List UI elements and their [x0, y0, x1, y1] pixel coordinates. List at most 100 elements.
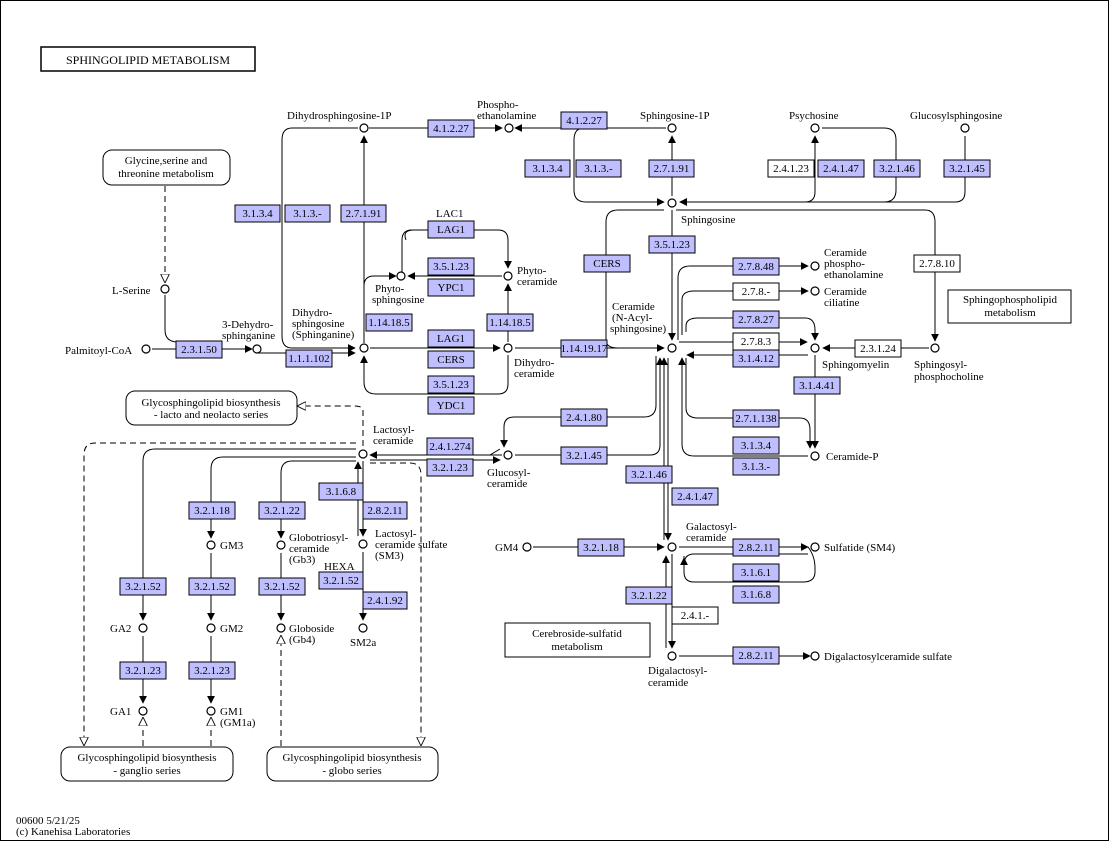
enzyme-box-e3-1-4-41[interactable]: 3.1.4.41 [793, 376, 841, 395]
enzyme-box-e1-14-18-5b[interactable]: 1.14.18.5 [486, 313, 534, 332]
map-glycine-serine[interactable]: Glycine,serine and threonine metabolism [102, 149, 231, 186]
enzyme-box-cers-b[interactable]: CERS [427, 350, 475, 369]
compound-ceramide-ciliatine[interactable] [810, 286, 820, 296]
enzyme-box-e2-7-8-48[interactable]: 2.7.8.48 [732, 257, 780, 276]
enzyme-box-e3-5-1-23b[interactable]: 3.5.1.23 [427, 257, 475, 276]
enzyme-box-e2-7-1-91b[interactable]: 2.7.1.91 [648, 159, 695, 178]
compound-dihydrosphingosine-1p[interactable] [359, 123, 369, 133]
enzyme-box-e3-2-1-18a[interactable]: 3.2.1.18 [577, 538, 625, 557]
enzyme-box-e4-1-2-27a[interactable]: 4.1.2.27 [427, 119, 475, 138]
compound-gm1[interactable] [206, 706, 216, 716]
enzyme-box-e3-2-1-45b[interactable]: 3.2.1.45 [560, 446, 608, 465]
compound-gm2[interactable] [206, 623, 216, 633]
enzyme-box-e2-7-8-27[interactable]: 2.7.8.27 [732, 310, 780, 329]
enzyme-box-e3-2-1-23a[interactable]: 3.2.1.23 [426, 458, 474, 477]
enzyme-box-e3-1-3-4b[interactable]: 3.1.3.4 [524, 159, 571, 178]
enzyme-box-e3-2-1-23c[interactable]: 3.2.1.23 [188, 661, 236, 680]
enzyme-box-e2-3-1-50[interactable]: 2.3.1.50 [175, 340, 223, 359]
compound-globoside[interactable] [276, 623, 286, 633]
enzyme-box-e2-8-2-11b[interactable]: 2.8.2.11 [732, 646, 780, 665]
enzyme-box-e3-1-4-12[interactable]: 3.1.4.12 [732, 349, 780, 368]
compound-sm2a[interactable] [358, 623, 368, 633]
enzyme-box-e2-7-8-x[interactable]: 2.7.8.- [732, 282, 780, 301]
compound-sphingosylphosphocholine[interactable] [930, 343, 940, 353]
compound-ceramide[interactable] [667, 343, 677, 353]
enzyme-box-e2-4-1-47b[interactable]: 2.4.1.47 [671, 487, 719, 506]
enzyme-box-e2-7-1-91a[interactable]: 2.7.1.91 [340, 204, 387, 223]
enzyme-box-e2-7-1-138[interactable]: 2.7.1.138 [732, 409, 780, 428]
enzyme-box-e2-4-1-47a[interactable]: 2.4.1.47 [817, 159, 865, 178]
enzyme-box-e2-4-1-92[interactable]: 2.4.1.92 [362, 591, 408, 610]
enzyme-box-e3-5-1-23a[interactable]: 3.5.1.23 [648, 235, 696, 254]
map-lacto-series[interactable]: Glycosphingolipid biosynthesis - lacto a… [125, 390, 298, 426]
enzyme-box-e3-2-1-22a[interactable]: 3.2.1.22 [625, 586, 673, 605]
enzyme-box-e3-2-1-52b[interactable]: 3.2.1.52 [188, 577, 236, 596]
compound-digalactosylceramide-sulfate[interactable] [810, 651, 820, 661]
enzyme-box-e2-3-1-24[interactable]: 2.3.1.24 [854, 339, 902, 358]
enzyme-box-e3-1-6-1[interactable]: 3.1.6.1 [732, 563, 780, 582]
enzyme-box-cers-a[interactable]: CERS [583, 254, 631, 273]
compound-phosphoethanolamine[interactable] [504, 123, 514, 133]
compound-sphingomyelin[interactable] [810, 343, 820, 353]
compound-gb3[interactable] [276, 540, 286, 550]
enzyme-box-e1-1-1-102[interactable]: 1.1.1.102 [285, 349, 333, 368]
compound-glucosylsphingosine[interactable] [960, 123, 970, 133]
compound-ga1[interactable] [138, 706, 148, 716]
enzyme-box-ypc1[interactable]: YPC1 [427, 278, 475, 297]
enzyme-box-e3-1-3-4c[interactable]: 3.1.3.4 [732, 436, 780, 455]
enzyme-box-e3-2-1-23b[interactable]: 3.2.1.23 [119, 661, 167, 680]
compound-digalactosylceramide[interactable] [667, 651, 677, 661]
enzyme-box-e1-14-19-17[interactable]: 1.14.19.17 [560, 339, 608, 358]
enzyme-box-e2-7-8-3[interactable]: 2.7.8.3 [732, 332, 780, 351]
enzyme-box-e3-5-1-23c[interactable]: 3.5.1.23 [427, 375, 475, 394]
enzyme-box-lag1-b[interactable]: LAG1 [427, 329, 475, 348]
compound-palmitoyl-coa[interactable] [141, 344, 151, 354]
enzyme-box-e1-14-18-5a[interactable]: 1.14.18.5 [365, 313, 413, 332]
compound-serine[interactable] [160, 284, 170, 294]
enzyme-box-e3-1-3-4a[interactable]: 3.1.3.4 [234, 204, 281, 223]
enzyme-box-e3-2-1-18b[interactable]: 3.2.1.18 [188, 501, 236, 520]
enzyme-box-e3-2-1-22b[interactable]: 3.2.1.22 [258, 501, 306, 520]
compound-lactosylceramide-sulfate[interactable] [358, 539, 368, 549]
enzyme-box-e3-2-1-52a[interactable]: 3.2.1.52 [119, 577, 167, 596]
enzyme-box-e2-8-2-11a[interactable]: 2.8.2.11 [732, 538, 780, 557]
compound-phytoceramide[interactable] [503, 271, 513, 281]
enzyme-box-ydc1[interactable]: YDC1 [427, 396, 475, 415]
compound-gm3[interactable] [206, 540, 216, 550]
enzyme-box-e3-1-3-c[interactable]: 3.1.3.- [732, 457, 780, 476]
enzyme-box-e3-1-3-a[interactable]: 3.1.3.- [284, 204, 331, 223]
compound-sphingosine-1p[interactable] [667, 123, 677, 133]
compound-ceramide-p[interactable] [810, 451, 820, 461]
enzyme-box-e4-1-2-27b[interactable]: 4.1.2.27 [560, 111, 608, 130]
compound-lactosylceramide[interactable] [358, 449, 368, 459]
enzyme-box-e2-4-1-23[interactable]: 2.4.1.23 [767, 159, 815, 178]
enzyme-box-e2-7-8-10[interactable]: 2.7.8.10 [913, 254, 961, 273]
compound-ga2[interactable] [138, 623, 148, 633]
enzyme-box-e3-2-1-46a[interactable]: 3.2.1.46 [873, 159, 921, 178]
compound-dihydroceramide[interactable] [503, 343, 513, 353]
compound-galactosylceramide[interactable] [667, 542, 677, 552]
compound-ceramide-phosphoethanolamine[interactable] [810, 261, 820, 271]
enzyme-box-e3-1-3-b[interactable]: 3.1.3.- [575, 159, 622, 178]
enzyme-box-e2-4-1-x[interactable]: 2.4.1.- [671, 606, 719, 625]
compound-psychosine[interactable] [810, 123, 820, 133]
enzyme-box-e3-2-1-52c[interactable]: 3.2.1.52 [258, 577, 306, 596]
compound-3-dehydrosphinganine[interactable] [252, 344, 262, 354]
enzyme-box-e3-1-6-8a[interactable]: 3.1.6.8 [732, 585, 780, 604]
compound-gm4[interactable] [522, 542, 532, 552]
compound-glucosylceramide[interactable] [503, 450, 513, 460]
map-ganglio-series[interactable]: Glycosphingolipid biosynthesis - ganglio… [60, 746, 234, 782]
enzyme-box-e3-2-1-45a[interactable]: 3.2.1.45 [943, 159, 991, 178]
enzyme-box-e2-4-1-274[interactable]: 2.4.1.274 [426, 437, 474, 456]
compound-sulfatide[interactable] [810, 542, 820, 552]
map-sphingophospholipid[interactable]: Sphingophospholipid metabolism [947, 289, 1072, 324]
enzyme-box-e3-2-1-46b[interactable]: 3.2.1.46 [625, 465, 673, 484]
enzyme-box-e2-4-1-80[interactable]: 2.4.1.80 [560, 408, 608, 427]
enzyme-box-lag1-a[interactable]: LAG1 [427, 220, 475, 239]
map-globo-series[interactable]: Glycosphingolipid biosynthesis - globo s… [266, 746, 439, 782]
enzyme-box-e3-2-1-52d[interactable]: 3.2.1.52 [318, 571, 364, 590]
enzyme-box-e2-8-2-11c[interactable]: 2.8.2.11 [362, 501, 408, 520]
map-cerebroside-sulfatide[interactable]: Cerebroside-sulfatid metabolism [504, 622, 651, 658]
compound-sphingosine[interactable] [667, 198, 677, 208]
compound-phytosphingosine[interactable] [396, 271, 406, 281]
